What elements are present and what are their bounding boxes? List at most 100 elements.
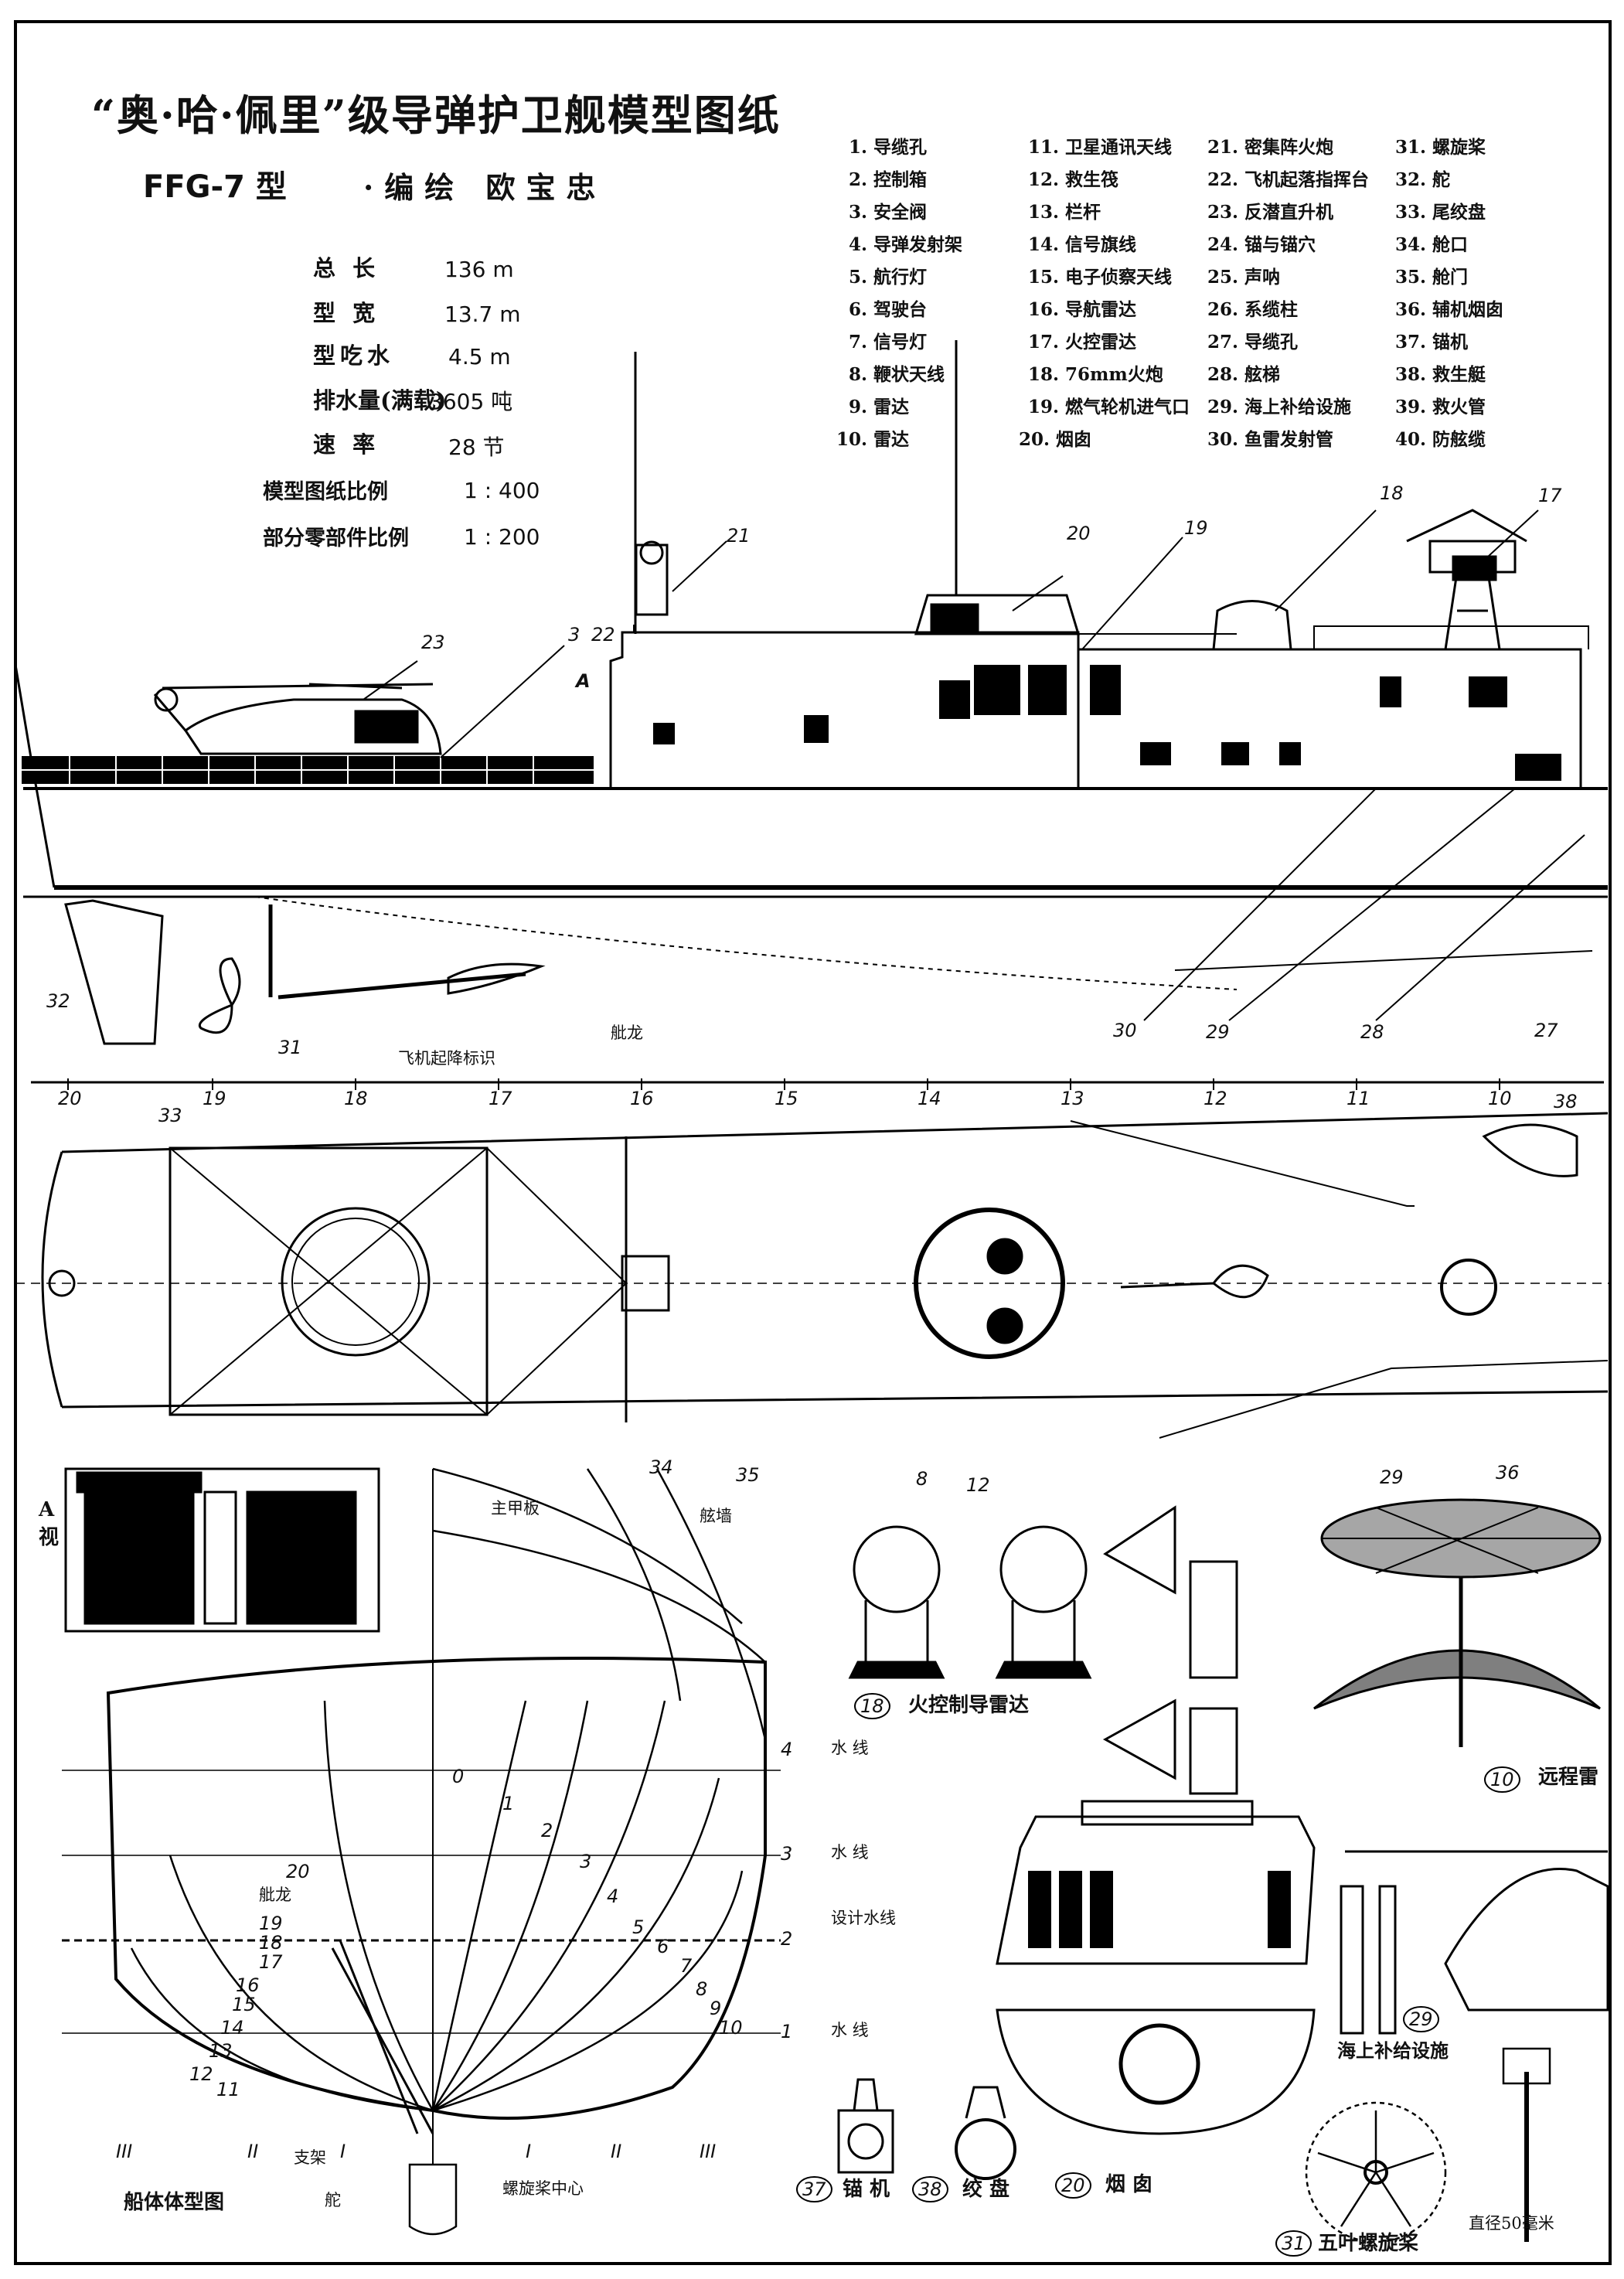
fwd-station: 2 [541, 1820, 553, 1841]
callout-number: 34 [649, 1456, 673, 1478]
scale-value: 1 : 400 [464, 478, 540, 503]
view-a-panel [64, 1467, 380, 1633]
legend-item: 34. 舱口 [1395, 234, 1469, 255]
body-plan-title: 船体体型图 [124, 2191, 225, 2214]
spec-label: 排水量(满载) [313, 387, 447, 414]
waterline-number: 4 [781, 1739, 793, 1760]
legend-item: 33. 尾绞盘 [1395, 202, 1486, 223]
callout-number: 38 [1554, 1091, 1578, 1112]
station-number: 19 [203, 1088, 226, 1109]
hull-section-outline [106, 1657, 767, 2120]
author-credit: ·编绘 欧宝忠 [363, 170, 607, 205]
fwd-station: 0 [452, 1766, 465, 1787]
capstan-label: 绞 盘 [962, 2178, 1010, 2201]
replenishment-detail [1340, 1850, 1609, 2035]
strut-label: 支架 [294, 2148, 326, 2167]
legend-item: 29. 海上补给设施 [1207, 397, 1352, 417]
legend-item: 25. 声呐 [1207, 267, 1281, 288]
legend-item: 23. 反潜直升机 [1207, 202, 1334, 223]
waterline-label: 水 线 [831, 2021, 869, 2039]
legend-item: 12. 救生筏 [1028, 169, 1119, 190]
fire-control-radar-number: 18 [854, 1693, 890, 1720]
long-range-radar-label: 远程雷 [1538, 1766, 1599, 1789]
legend-item: 6. 驾驶台 [849, 299, 928, 320]
aft-station: 17 [259, 1951, 283, 1973]
funnel-profile [914, 594, 1081, 635]
ship-type-label: FFG-7 型 [143, 169, 287, 205]
funnel-label: 烟 囱 [1105, 2173, 1153, 2196]
callout-number: 35 [736, 1464, 760, 1486]
legend-item: 11. 卫星通讯天线 [1028, 137, 1173, 158]
windlass-capstan-detail [837, 2078, 1016, 2180]
scale-value: 1 : 200 [464, 524, 540, 550]
spec-label: 型 宽 [313, 300, 380, 326]
spec-value: 4.5 m [448, 344, 511, 370]
station-number: 11 [1347, 1088, 1370, 1109]
main-deck-label: 主甲板 [491, 1499, 540, 1518]
prop-center-label: 螺旋桨中心 [502, 2179, 584, 2198]
long-range-radar-number: 10 [1484, 1766, 1520, 1794]
legend-item: 14. 信号旗线 [1028, 234, 1137, 255]
gun-plan [1120, 1264, 1269, 1299]
legend-item: 27. 导缆孔 [1207, 332, 1299, 353]
aft-station: 11 [216, 2079, 240, 2100]
spec-label: 总 长 [313, 255, 380, 281]
callout-number: 17 [1538, 485, 1562, 506]
legend-item: 7. 信号灯 [849, 332, 928, 353]
station-number: 12 [1204, 1088, 1227, 1109]
station-number: 14 [918, 1088, 941, 1109]
spec-value: 136 m [444, 257, 514, 282]
spec-value: 28 节 [448, 434, 505, 460]
spec-value: 13.7 m [444, 301, 521, 327]
fwd-station: 8 [696, 1978, 708, 2000]
fwd-station: 10 [719, 2017, 743, 2039]
spec-label: 型吃水 [313, 342, 395, 369]
aft-station: 18 [259, 1932, 283, 1954]
legend-item: 28. 舷梯 [1207, 364, 1281, 385]
aft-station: 15 [232, 1994, 256, 2015]
spec-value: 3605 吨 [429, 389, 513, 414]
waterline-label: 水 线 [831, 1843, 869, 1862]
view-a-label: A 视 [39, 1498, 60, 1550]
legend-item: 21. 密集阵火炮 [1207, 137, 1334, 158]
callout-number: 19 [1184, 517, 1208, 539]
station-number: 17 [489, 1088, 512, 1109]
legend-item: 15. 电子侦察天线 [1028, 267, 1173, 288]
helipad-label: 飞机起降标识 [398, 1049, 495, 1068]
legend-item: 31. 螺旋桨 [1395, 137, 1486, 158]
fire-control-radar-label: 火控制导雷达 [908, 1694, 1030, 1717]
legend-item: 35. 舱门 [1395, 267, 1469, 288]
fwd-station: 3 [580, 1851, 592, 1872]
legend-item: 36. 辅机烟囱 [1395, 299, 1504, 320]
profile-view [14, 340, 1608, 1045]
legend-item: 19. 燃气轮机进气口 [1028, 397, 1190, 417]
propeller-detail [1305, 2047, 1551, 2243]
buttock-label: II [247, 2141, 259, 2162]
profile-leaders [363, 509, 1585, 1021]
fwd-station: 5 [632, 1916, 645, 1938]
fwd-station: 1 [502, 1793, 515, 1814]
long-range-radar-detail [1313, 1498, 1602, 1747]
callout-number: 29 [1206, 1021, 1230, 1043]
station-number: 15 [775, 1088, 798, 1109]
callout-number: 20 [1067, 523, 1091, 544]
helipad [169, 1146, 489, 1416]
main-superstructure [1077, 648, 1582, 787]
stir-plan [1440, 1259, 1497, 1316]
waterline-number: 1 [781, 2021, 793, 2042]
fwd-station: 7 [680, 1955, 693, 1977]
legend-item: 9. 雷达 [849, 397, 910, 417]
page-title: “奥·哈·佩里”级导弹护卫舰模型图纸 [91, 90, 781, 140]
plan-outline [41, 1112, 1609, 1409]
callout-number: 3 [568, 624, 580, 646]
legend-item: 24. 锚与锚穴 [1207, 234, 1316, 255]
fwd-station: 6 [657, 1936, 669, 1957]
aft-station: 16 [236, 1974, 260, 1996]
station-number: 20 [58, 1088, 82, 1109]
legend-item: 39. 救火管 [1395, 397, 1486, 417]
buttock-label: III [700, 2141, 717, 2162]
propeller-diameter-note: 直径50毫米 [1469, 2214, 1554, 2233]
legend-item: 1. 导缆孔 [849, 137, 928, 158]
callout-number: 33 [158, 1105, 182, 1126]
